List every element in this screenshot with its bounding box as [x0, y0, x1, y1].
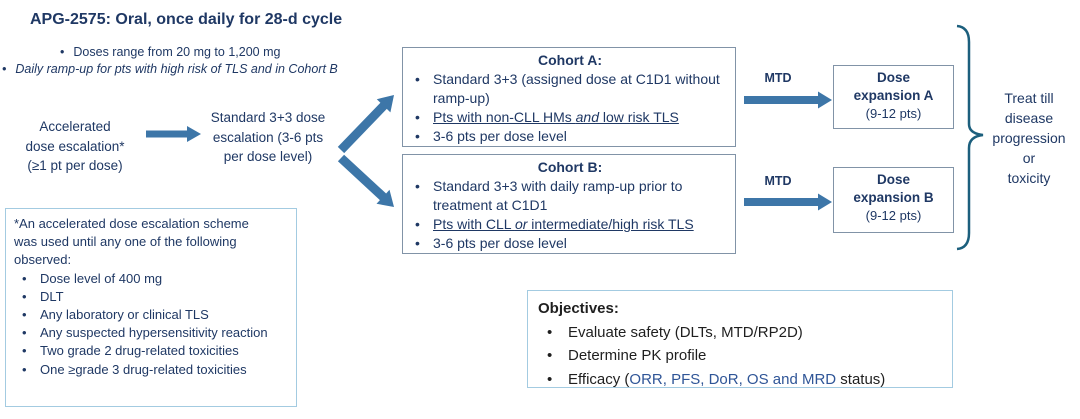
expansion-b-title-line1: Dose — [876, 172, 910, 187]
mtd-arrow-a-icon — [744, 91, 832, 109]
footnote-bullet-1: Dose level of 400 mg — [14, 270, 272, 288]
dose-expansion-b-box: Dose expansion B (9-12 pts) — [833, 167, 954, 233]
accelerated-line1: Accelerated — [39, 119, 111, 134]
cohort-b-bullet-2-pre: Pts with CLL — [433, 216, 515, 232]
bullet-icon: • — [2, 62, 7, 76]
treat-line5: toxicity — [1007, 170, 1051, 186]
split-arrow-down-icon — [337, 154, 394, 207]
footnote-bullet-2: DLT — [14, 288, 272, 306]
objective-efficacy-post: status) — [836, 370, 886, 388]
treat-line1: Treat till — [1004, 90, 1054, 106]
header-bullet-doses-text: Doses range from 20 mg to 1,200 mg — [73, 45, 281, 59]
treat-line3: progression — [992, 130, 1066, 146]
split-arrow-up-icon — [337, 95, 394, 154]
treat-till-note: Treat till disease progression or toxici… — [975, 88, 1080, 188]
mtd-label-b: MTD — [764, 174, 792, 188]
cohort-b-bullet-2-em: or — [514, 216, 528, 232]
slide-title: APG-2575: Oral, once daily for 28-d cycl… — [30, 11, 343, 28]
accelerated-line3: (≥1 pt per dose) — [27, 158, 123, 173]
objectives-title: Objectives: — [538, 300, 619, 317]
objective-safety: Evaluate safety (DLTs, MTD/RP2D) — [538, 321, 942, 345]
header-bullet-doses: • Doses range from 20 mg to 1,200 mg — [60, 45, 280, 59]
header-bullet-rampup-text: Daily ramp-up for pts with high risk of … — [15, 62, 338, 76]
footnote-bullet-3: Any laboratory or clinical TLS — [14, 306, 272, 324]
footnote-bullet-5: Two grade 2 drug-related toxicities — [14, 342, 272, 360]
cohort-b-bullet-3: 3-6 pts per dose level — [409, 234, 731, 253]
expansion-b-subtitle: (9-12 pts) — [865, 208, 922, 223]
footnote-bullet-6: One ≥grade 3 drug-related toxicities — [14, 361, 272, 379]
treat-line4: or — [1022, 150, 1036, 166]
standard-line3: per dose level) — [223, 149, 313, 164]
cohort-a-title: Cohort A: — [537, 52, 603, 68]
cohort-b-bullet-1: Standard 3+3 with daily ramp-up prior to… — [409, 177, 731, 215]
cohort-b-bullet-2-post: intermediate/high risk TLS — [527, 216, 694, 232]
objective-pk: Determine PK profile — [538, 344, 942, 368]
expansion-b-title-line2: expansion B — [853, 190, 934, 205]
expansion-a-title-line1: Dose — [876, 70, 910, 85]
footnote-box: *An accelerated dose escalation scheme w… — [5, 208, 297, 407]
cohort-a-bullet-1: Standard 3+3 (assigned dose at C1D1 with… — [409, 70, 731, 108]
mtd-label-a: MTD — [764, 71, 792, 85]
header-bullet-rampup: • Daily ramp-up for pts with high risk o… — [2, 62, 338, 76]
dose-expansion-a-box: Dose expansion A (9-12 pts) — [833, 65, 954, 129]
standard-line1: Standard 3+3 dose — [210, 110, 326, 125]
cohort-b-title: Cohort B: — [537, 159, 603, 175]
treat-line2: disease — [1004, 110, 1054, 126]
objective-efficacy-pre: Efficacy ( — [568, 370, 630, 388]
accelerated-escalation-step: Accelerated dose escalation* (≥1 pt per … — [5, 117, 145, 176]
flow-arrow-right-icon — [146, 126, 201, 142]
expansion-a-subtitle: (9-12 pts) — [865, 106, 922, 121]
standard-line2: escalation (3-6 pts — [212, 129, 324, 145]
bullet-icon: • — [60, 45, 65, 59]
objective-efficacy: Efficacy (ORR, PFS, DoR, OS and MRD stat… — [538, 368, 942, 392]
cohort-b-bullet-2: Pts with CLL or intermediate/high risk T… — [409, 215, 731, 234]
expansion-a-title-line2: expansion A — [853, 88, 934, 103]
cohort-a-bullet-2-em: and — [575, 109, 599, 125]
objectives-box: Objectives: Evaluate safety (DLTs, MTD/R… — [527, 290, 953, 391]
objective-efficacy-endpoints: ORR, PFS, DoR, OS and MRD — [629, 370, 837, 388]
cohort-a-box: Cohort A: Standard 3+3 (assigned dose at… — [402, 47, 736, 147]
cohort-b-box: Cohort B: Standard 3+3 with daily ramp-u… — [402, 154, 736, 254]
mtd-arrow-b-icon — [744, 193, 832, 211]
footnote-bullet-4: Any suspected hypersensitivity reaction — [14, 324, 272, 342]
cohort-a-bullet-2-pre: Pts with non-CLL HMs — [433, 109, 576, 125]
cohort-a-bullet-2-post: low risk TLS — [599, 109, 679, 125]
footnote-intro: *An accelerated dose escalation scheme w… — [14, 216, 249, 268]
cohort-a-bullet-2: Pts with non-CLL HMs and low risk TLS — [409, 108, 731, 127]
accelerated-line2: dose escalation* — [25, 138, 125, 154]
standard-escalation-step: Standard 3+3 dose escalation (3-6 pts pe… — [194, 108, 342, 167]
cohort-a-bullet-3: 3-6 pts per dose level — [409, 127, 731, 146]
